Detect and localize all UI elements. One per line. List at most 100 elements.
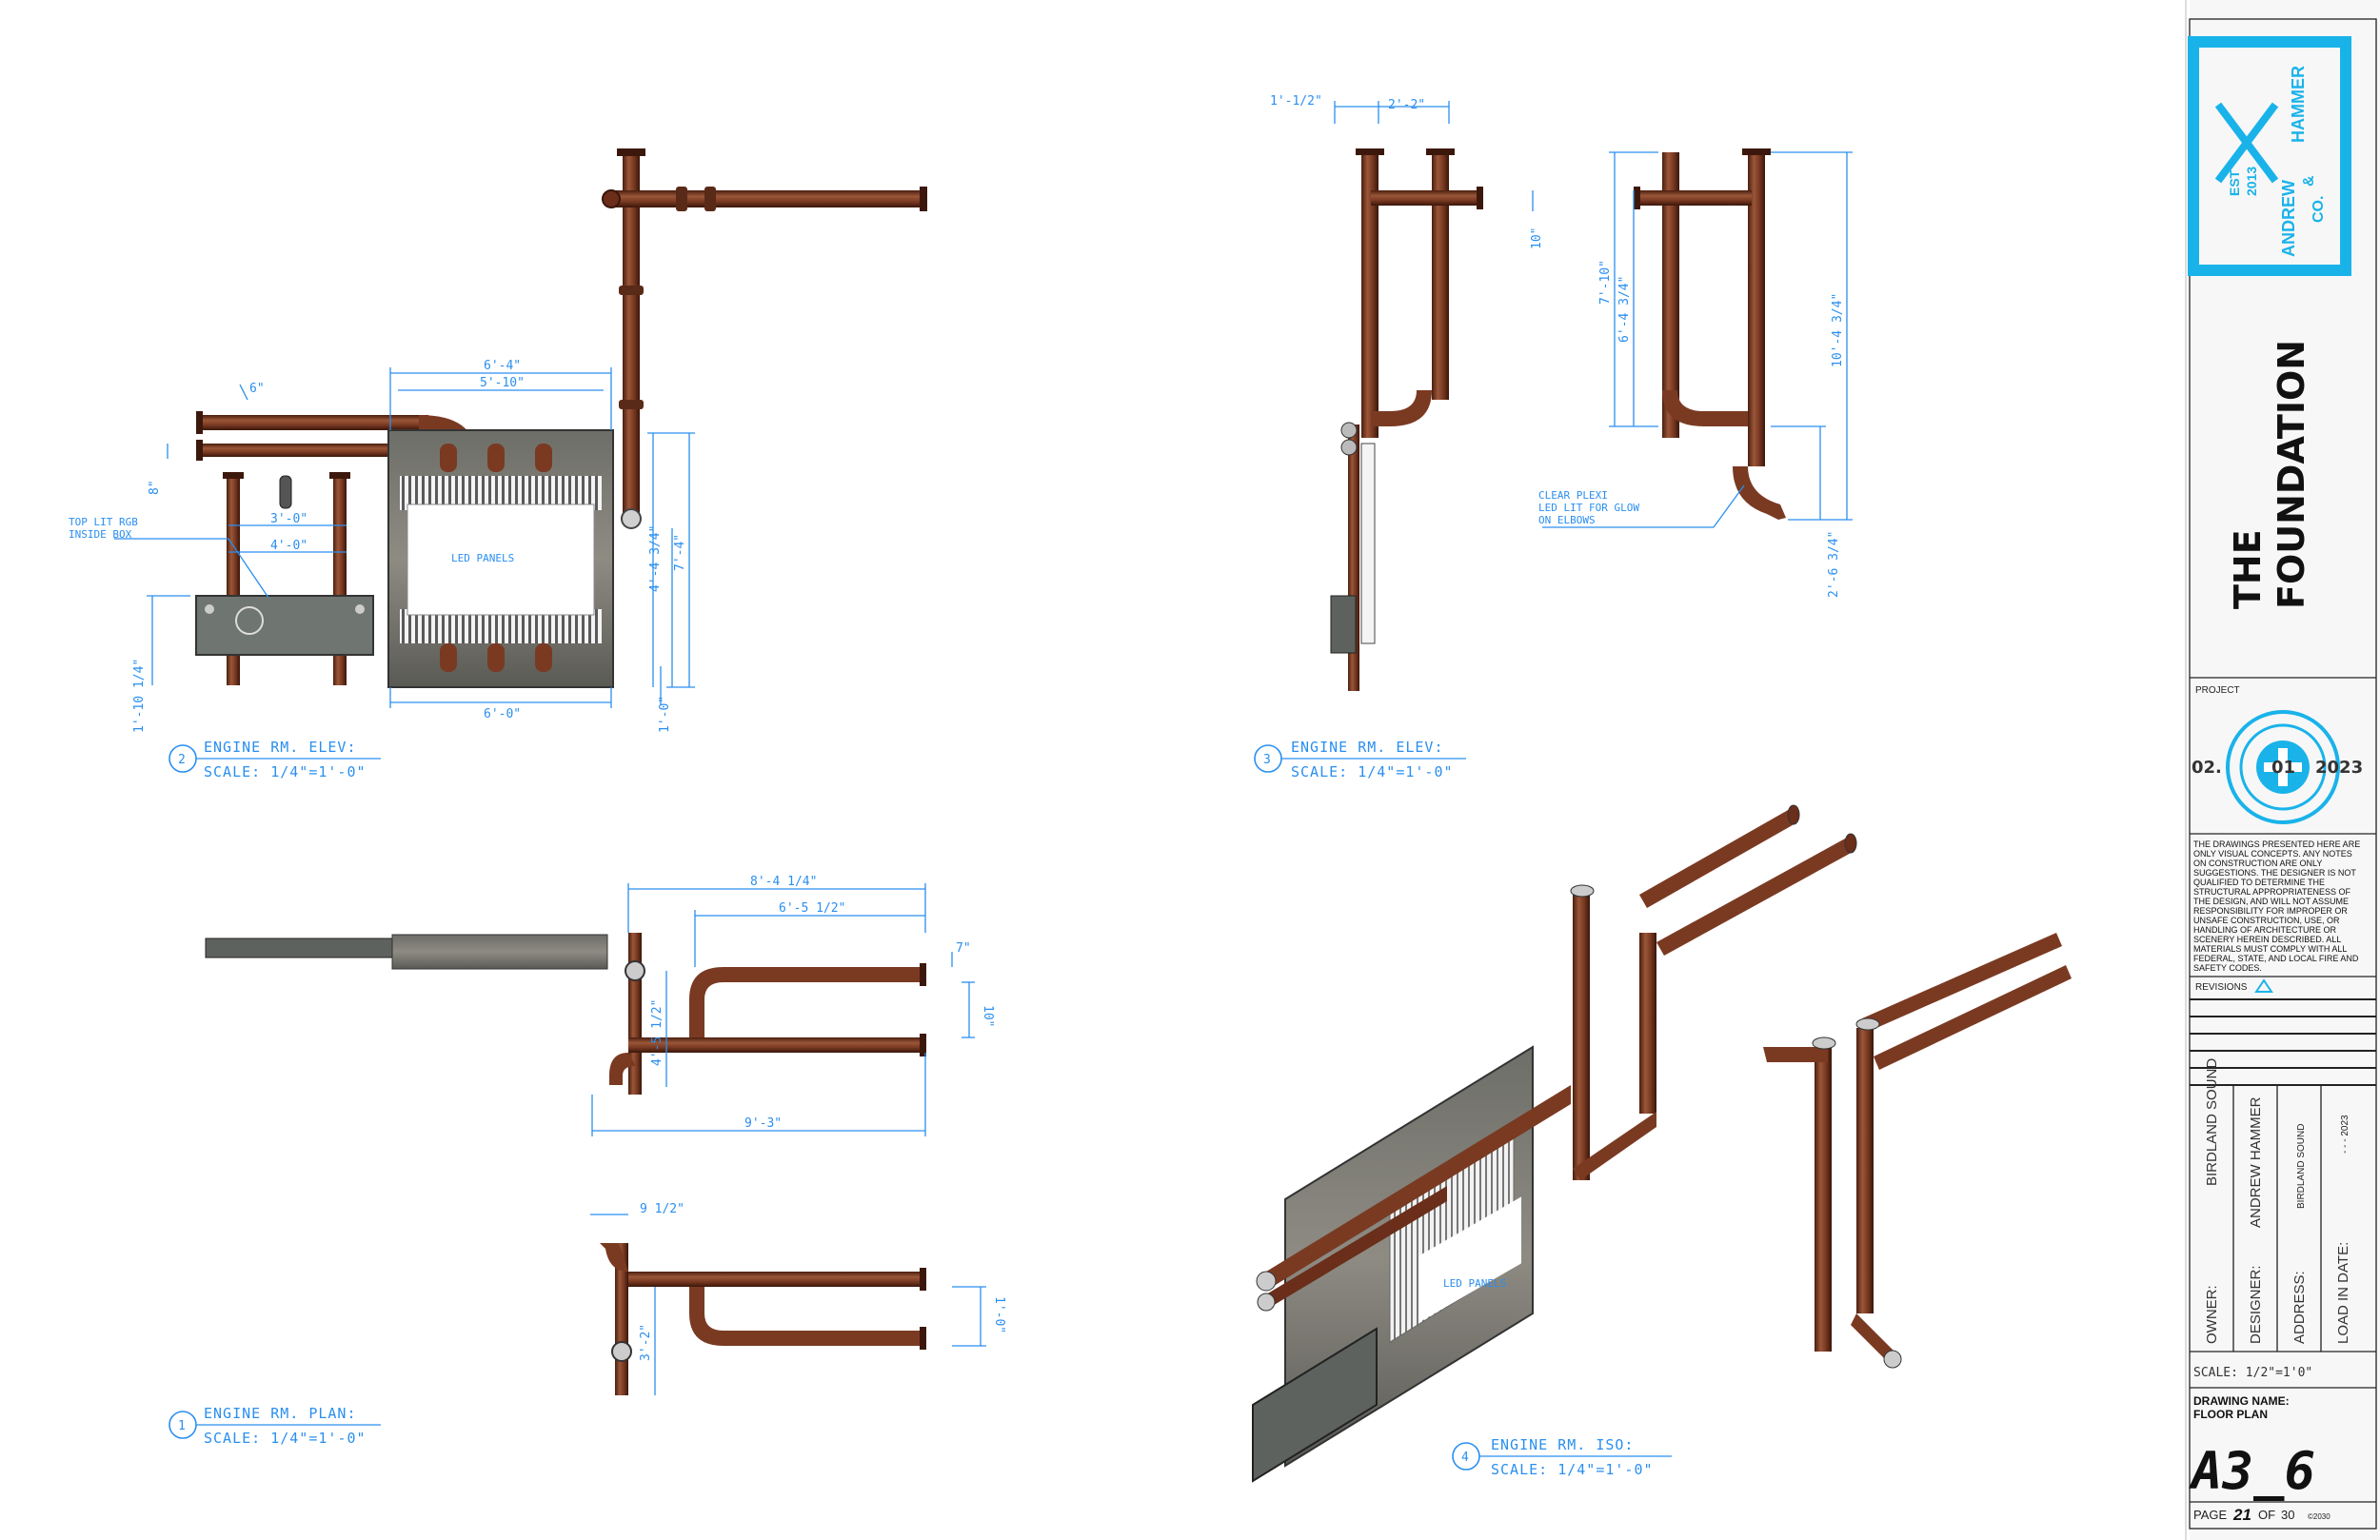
pipe-flange <box>920 1034 926 1056</box>
pipe-elbow <box>1733 466 1786 520</box>
title-block-scale: SCALE: 1/2"=1'0" <box>2193 1366 2312 1380</box>
project-title-foundation: FOUNDATION <box>2271 340 2312 609</box>
iso-pipe <box>1573 1112 1656 1180</box>
pipe-flange <box>223 472 244 479</box>
iso-pipe-flange <box>1844 833 1857 854</box>
dim-6-4-3-4: 6'-4 3/4" <box>1617 276 1632 343</box>
dim-9-1-2: 9 1/2" <box>640 1202 684 1216</box>
view-title: ENGINE RM. ELEV: <box>1291 739 1444 756</box>
pipe-coupling <box>676 187 687 211</box>
led-panel-plan <box>391 934 608 970</box>
pipe-elbow <box>609 1053 636 1085</box>
iso-pipe <box>1639 809 1797 908</box>
iso-pipe <box>1874 965 2072 1070</box>
iso-pipe <box>1856 1028 1874 1313</box>
disclaimer-line: THE DESIGN, AND WILL NOT ASSUME <box>2193 897 2349 906</box>
dim-8-4-1-4: 8'-4 1/4" <box>750 875 817 889</box>
pipe-flange <box>920 1327 926 1350</box>
pipe-hump <box>440 643 457 672</box>
dim-10: 10" <box>981 1005 995 1027</box>
logo-name-andrew: ANDREW <box>2279 180 2298 257</box>
pipe <box>628 1272 923 1287</box>
pipe <box>200 415 428 430</box>
logo-ampersand: & <box>2301 175 2317 187</box>
disclaimer-line: MATERIALS MUST COMPLY WITH ALL <box>2193 944 2347 954</box>
dim-1-10-1-4: 1'-10 1/4" <box>132 659 147 733</box>
pipe <box>1637 190 1752 206</box>
pipe-flange <box>920 187 927 211</box>
pipe-flange <box>920 963 926 986</box>
load-in-value: - - - 2023 <box>2340 1115 2350 1154</box>
pipe-hump <box>440 444 457 472</box>
view-scale: SCALE: 1/4"=1'-0" <box>204 763 367 780</box>
iso-pipe <box>1266 1186 1447 1310</box>
page-current: 21 <box>2232 1506 2251 1524</box>
pipe-flange-face <box>602 189 621 208</box>
disclaimer: THE DRAWINGS PRESENTED HERE ARE ONLY VIS… <box>2193 839 2360 973</box>
pipe-flange <box>1426 148 1455 155</box>
dim-7-4: 7'-4" <box>673 534 687 571</box>
pipe <box>628 1037 923 1053</box>
view-title: ENGINE RM. ISO: <box>1491 1436 1634 1453</box>
view-4-engine-room-isometric: LED PANELS 4 ENGINE RM. ISO: SCALE: 1/4"… <box>1252 804 2072 1483</box>
dim-1-1-2: 1'-1/2" <box>1270 94 1322 109</box>
pipe <box>1361 152 1378 438</box>
designer-value: ANDREW HAMMER <box>2248 1096 2264 1228</box>
logo-box <box>2188 36 2351 276</box>
iso-pipe-flange <box>1812 1037 1836 1050</box>
iso-pipe <box>1639 933 1656 1114</box>
view-title: ENGINE RM. ELEV: <box>204 739 357 756</box>
dim-7-10: 7'-10" <box>1598 260 1613 305</box>
pipe-elbow <box>689 967 923 1037</box>
view-scale: SCALE: 1/4"=1'-0" <box>204 1430 367 1447</box>
iso-pipe <box>1851 1313 1894 1363</box>
owner-value: BIRDLAND SOUND <box>2204 1058 2220 1186</box>
view-title: ENGINE RM. PLAN: <box>204 1405 357 1422</box>
logo-co: CO. <box>2311 196 2327 223</box>
copyright: ©2030 <box>2308 1512 2330 1521</box>
disclaimer-line: SAFETY CODES. <box>2193 963 2262 973</box>
iso-pipe <box>1573 895 1590 1180</box>
sheet-number: A3_6 <box>2189 1441 2315 1501</box>
pipe-hump <box>535 444 552 472</box>
pipe-elbow <box>1662 390 1748 426</box>
dim-4-4-3-4: 4'-4 3/4" <box>648 525 663 592</box>
gauge-icon <box>235 606 264 635</box>
view-number: 1 <box>178 1419 186 1433</box>
page-prefix: PAGE <box>2193 1508 2227 1522</box>
view-scale: SCALE: 1/4"=1'-0" <box>1491 1461 1654 1478</box>
dim-3-2: 3'-2" <box>639 1324 653 1361</box>
control-box-plan <box>205 938 393 958</box>
disclaimer-line: UNSAFE CONSTRUCTION, USE, OR <box>2193 916 2340 925</box>
bolt-icon <box>355 604 365 614</box>
pipe-flange-face <box>611 1341 632 1362</box>
address-label: ADDRESS: <box>2291 1271 2308 1344</box>
pipe <box>1662 152 1679 438</box>
note-clear-plexi: CLEAR PLEXI <box>1538 489 1608 502</box>
pipe-flange-face <box>1340 422 1358 439</box>
led-panel-side <box>1360 443 1376 644</box>
dimension-lines <box>1334 101 1853 528</box>
dim-1-0: 1'-0" <box>992 1296 1006 1333</box>
pipe-flange-face <box>621 508 642 529</box>
page-total: 30 <box>2281 1508 2294 1522</box>
pipe-flange <box>1742 148 1771 155</box>
pipe <box>200 444 400 457</box>
dim-2-6-3-4: 2'-6 3/4" <box>1827 531 1841 598</box>
iso-pipe <box>1763 1047 1828 1062</box>
info-grid <box>2190 1085 2376 1352</box>
dim-8-in: 8" <box>148 480 162 495</box>
dim-6-5-1-2: 6'-5 1/2" <box>779 901 845 916</box>
owner-label: OWNER: <box>2204 1285 2220 1344</box>
disclaimer-line: THE DRAWINGS PRESENTED HERE ARE <box>2193 839 2360 849</box>
iso-pipe-flange <box>1883 1350 1902 1369</box>
pipe-hump <box>487 643 505 672</box>
bolt-icon <box>205 604 214 614</box>
logo-hammer-icon <box>2214 102 2279 184</box>
dim-7: 7" <box>956 941 971 956</box>
pipe-hump <box>487 444 505 472</box>
note-top-lit-rgb: TOP LIT RGB <box>69 516 138 528</box>
view-number: 4 <box>1461 1451 1469 1465</box>
pipe <box>1432 152 1449 400</box>
dim-1-0: 1'-0" <box>658 696 672 733</box>
